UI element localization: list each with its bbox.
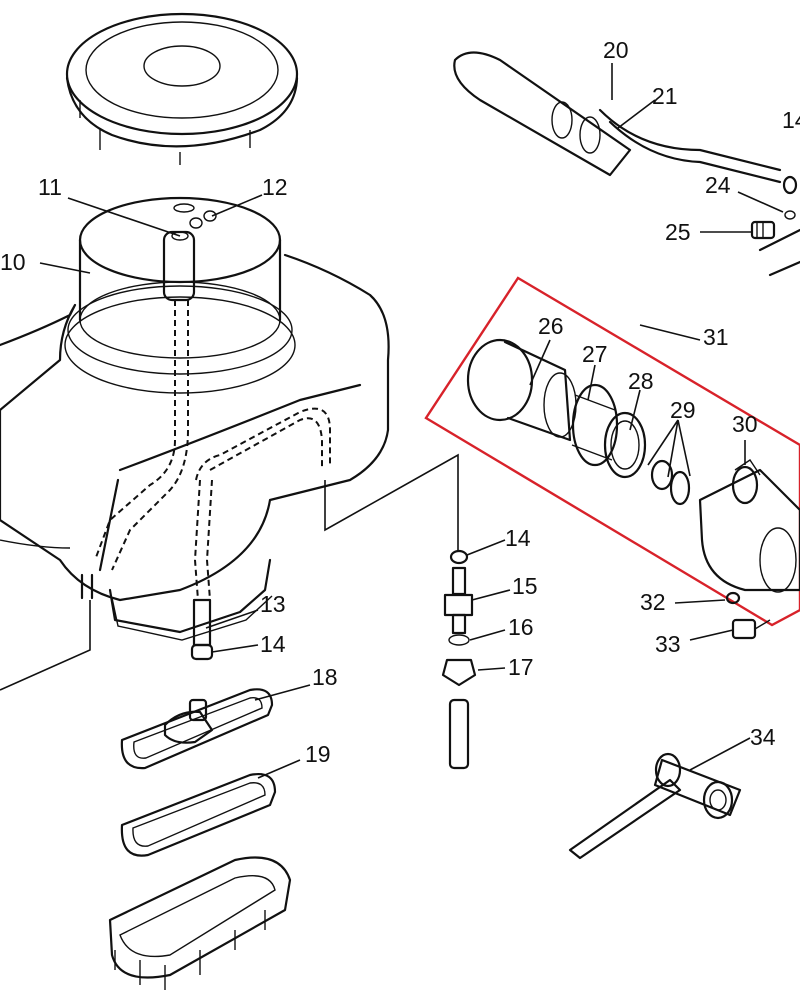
- callout-26: 26: [538, 313, 564, 339]
- callout-14-cock: 14: [505, 525, 531, 551]
- callout-33: 33: [655, 631, 681, 657]
- callout-16: 16: [508, 614, 534, 640]
- callout-11: 11: [38, 174, 62, 200]
- callout-13: 13: [260, 591, 286, 617]
- callout-28: 28: [628, 368, 654, 394]
- callout-34: 34: [750, 724, 776, 750]
- callout-14-hose: 14: [782, 107, 800, 133]
- screw-icon[interactable]: [725, 591, 771, 640]
- fuel-tank-icon[interactable]: [0, 253, 390, 641]
- callout-30: 30: [732, 411, 758, 437]
- bolt-icon[interactable]: [750, 210, 796, 240]
- o-ring-icon[interactable]: [173, 203, 217, 229]
- callout-12: 12: [262, 174, 288, 200]
- callout-17: 17: [508, 654, 534, 680]
- callout-19: 19: [305, 741, 331, 767]
- callout-29: 29: [670, 397, 696, 423]
- callout-15: 15: [512, 573, 538, 599]
- leader-line: [0, 600, 91, 691]
- callout-25: 25: [665, 219, 691, 245]
- drain-pipe-icon[interactable]: [190, 598, 214, 661]
- callout-14-drain: 14: [260, 631, 286, 657]
- base-filter-icon[interactable]: [108, 856, 292, 991]
- callout-18: 18: [312, 664, 338, 690]
- spark-plug-wrench-icon[interactable]: [568, 752, 742, 860]
- highlight-frame: [424, 276, 800, 627]
- callout-24: 24: [705, 172, 731, 198]
- fuel-pump-assembly-icon[interactable]: [466, 338, 800, 593]
- cover-plate-icon[interactable]: [120, 688, 274, 770]
- callout-leaders: [39, 63, 784, 779]
- gasket-icon[interactable]: [120, 773, 277, 857]
- callout-27: 27: [582, 341, 608, 367]
- fuel-strainer-icon[interactable]: [64, 196, 296, 394]
- drain-cock-icon[interactable]: [441, 549, 477, 770]
- fuel-hose-icon[interactable]: [453, 51, 800, 277]
- callout-32: 32: [640, 589, 666, 615]
- callout-21: 21: [652, 83, 678, 109]
- callout-31: 31: [703, 324, 729, 350]
- tank-cap-icon[interactable]: [65, 12, 299, 165]
- callout-20: 20: [603, 37, 629, 63]
- callout-labels: 10 11 12 13 14 14 14 15 16 17 18 19 20 2…: [0, 37, 800, 767]
- leader-line: [324, 453, 459, 550]
- callout-10: 10: [0, 249, 26, 275]
